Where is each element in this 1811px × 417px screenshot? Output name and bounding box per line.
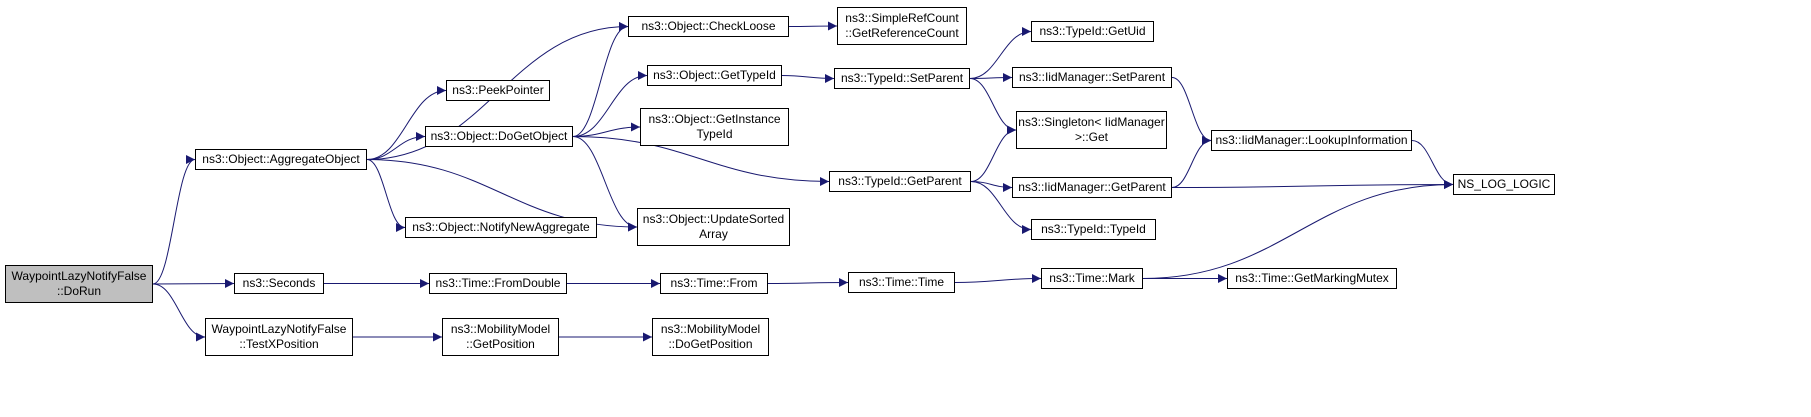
node-iidgetparent[interactable]: ns3::IidManager::GetParent <box>1012 177 1172 198</box>
node-label-line: ns3::MobilityModel <box>660 322 761 336</box>
node-setparent[interactable]: ns3::TypeId::SetParent <box>834 68 970 89</box>
node-seconds[interactable]: ns3::Seconds <box>234 273 324 294</box>
node-label-line: ns3::Object::GetInstance <box>648 112 781 126</box>
node-label-line: ns3::Object::DoGetObject <box>430 129 568 143</box>
node-singleton[interactable]: ns3::Singleton< IidManager>::Get <box>1016 111 1167 149</box>
edge-setparent-to-singleton <box>969 78 1017 135</box>
edge-iidsetparent-to-lookup <box>1171 77 1212 145</box>
node-simpleref[interactable]: ns3::SimpleRefCount::GetReferenceCount <box>837 7 967 45</box>
node-label-line: WaypointLazyNotifyFalse <box>11 269 147 283</box>
edge-getparent-to-typeidtypeid <box>970 181 1032 234</box>
node-label-line: ns3::Time::Mark <box>1049 271 1135 285</box>
node-label-line: ns3::IidManager::SetParent <box>1018 70 1166 84</box>
edge-iidgetparent-to-nslog <box>1171 180 1454 190</box>
node-testx[interactable]: WaypointLazyNotifyFalse::TestXPosition <box>205 318 353 356</box>
node-mark[interactable]: ns3::Time::Mark <box>1041 268 1143 289</box>
edge-dogetobject-to-gettypeid <box>572 71 648 137</box>
edge-lookup-to-nslog <box>1411 140 1454 189</box>
node-label-line: ::DoGetPosition <box>668 337 753 351</box>
node-label-line: TypeId <box>696 127 733 141</box>
node-label-line: ns3::IidManager::LookupInformation <box>1215 133 1408 147</box>
edge-dogetobject-to-getinstance <box>572 122 641 137</box>
node-label-line: ns3::Time::GetMarkingMutex <box>1235 271 1389 285</box>
node-label-line: WaypointLazyNotifyFalse <box>211 322 347 336</box>
node-time[interactable]: ns3::Time::Time <box>848 272 955 293</box>
node-typeidtypeid[interactable]: ns3::TypeId::TypeId <box>1031 219 1156 240</box>
node-markingmutex[interactable]: ns3::Time::GetMarkingMutex <box>1227 268 1397 289</box>
node-getuid[interactable]: ns3::TypeId::GetUid <box>1031 21 1154 42</box>
node-notifyagg[interactable]: ns3::Object::NotifyNewAggregate <box>405 217 597 238</box>
node-label-line: Array <box>699 227 728 241</box>
edge-aggregate-to-peek <box>366 86 447 160</box>
node-gettypeid[interactable]: ns3::Object::GetTypeId <box>647 65 782 86</box>
node-label-line: ns3::Object::AggregateObject <box>202 152 360 166</box>
edge-iidgetparent-to-lookup <box>1171 136 1212 188</box>
node-from[interactable]: ns3::Time::From <box>660 273 768 294</box>
node-label-line: ns3::Object::CheckLoose <box>641 19 776 33</box>
node-label-line: ns3::IidManager::GetParent <box>1018 180 1166 194</box>
node-label-line: ns3::Time::FromDouble <box>435 276 561 290</box>
node-fromdouble[interactable]: ns3::Time::FromDouble <box>429 273 567 294</box>
node-label-line: ns3::TypeId::SetParent <box>840 71 964 85</box>
edge-mark-to-nslog <box>1142 180 1454 279</box>
node-mmdogetpos[interactable]: ns3::MobilityModel::DoGetPosition <box>652 318 769 356</box>
node-aggregate[interactable]: ns3::Object::AggregateObject <box>195 149 367 170</box>
node-mmgetpos[interactable]: ns3::MobilityModel::GetPosition <box>442 318 559 356</box>
node-label-line: ::GetReferenceCount <box>845 26 959 40</box>
edge-checkloose-to-simpleref <box>788 21 838 31</box>
node-label-line: ns3::Object::NotifyNewAggregate <box>412 220 590 234</box>
edge-root-to-seconds <box>152 279 235 289</box>
node-label-line: ns3::Seconds <box>242 276 316 290</box>
edge-aggregate-to-dogetobject <box>366 132 426 160</box>
node-label-line: NS_LOG_LOGIC <box>1457 177 1551 191</box>
edge-aggregate-to-notifyagg <box>366 159 406 232</box>
node-label-line: ns3::SimpleRefCount <box>845 11 959 25</box>
node-label-line: ::DoRun <box>56 284 102 298</box>
edge-dogetobject-to-updatesorted <box>572 136 638 232</box>
node-peek[interactable]: ns3::PeekPointer <box>446 80 550 101</box>
node-label-line: ns3::PeekPointer <box>452 83 544 97</box>
node-label-line: ns3::TypeId::GetUid <box>1039 24 1146 38</box>
node-lookup[interactable]: ns3::IidManager::LookupInformation <box>1211 130 1412 151</box>
edge-root-to-aggregate <box>152 155 196 285</box>
node-label-line: ns3::Object::UpdateSorted <box>642 212 785 226</box>
node-nslog[interactable]: NS_LOG_LOGIC <box>1453 174 1555 195</box>
edge-setparent-to-getuid <box>969 27 1032 79</box>
node-getparent[interactable]: ns3::TypeId::GetParent <box>829 171 971 192</box>
edge-setparent-to-iidsetparent <box>969 73 1013 83</box>
edge-root-to-testx <box>152 283 206 342</box>
edge-gettypeid-to-setparent <box>781 73 835 83</box>
edge-time-to-mark <box>954 274 1042 284</box>
node-label-line: ns3::Object::GetTypeId <box>653 68 776 82</box>
node-dogetobject[interactable]: ns3::Object::DoGetObject <box>425 126 573 147</box>
edge-dogetobject-to-getparent <box>572 136 830 186</box>
node-label-line: ns3::TypeId::TypeId <box>1041 222 1146 236</box>
node-label-line: ns3::MobilityModel <box>450 322 551 336</box>
node-label-line: ::TestXPosition <box>239 337 319 351</box>
node-label-line: ns3::Time::From <box>670 276 758 290</box>
node-label-line: >::Get <box>1074 130 1109 144</box>
edge-dogetobject-to-checkloose <box>572 22 629 137</box>
node-root: WaypointLazyNotifyFalse::DoRun <box>5 265 153 303</box>
node-iidsetparent[interactable]: ns3::IidManager::SetParent <box>1012 67 1172 88</box>
node-checkloose[interactable]: ns3::Object::CheckLoose <box>628 16 789 37</box>
edge-getparent-to-singleton <box>970 125 1017 182</box>
node-label-line: ns3::TypeId::GetParent <box>838 174 962 188</box>
edge-from-to-time <box>767 278 849 288</box>
node-label-line: ::GetPosition <box>466 337 535 351</box>
node-label-line: ns3::Time::Time <box>858 275 945 289</box>
node-label-line: ns3::Singleton< IidManager <box>1018 115 1165 129</box>
